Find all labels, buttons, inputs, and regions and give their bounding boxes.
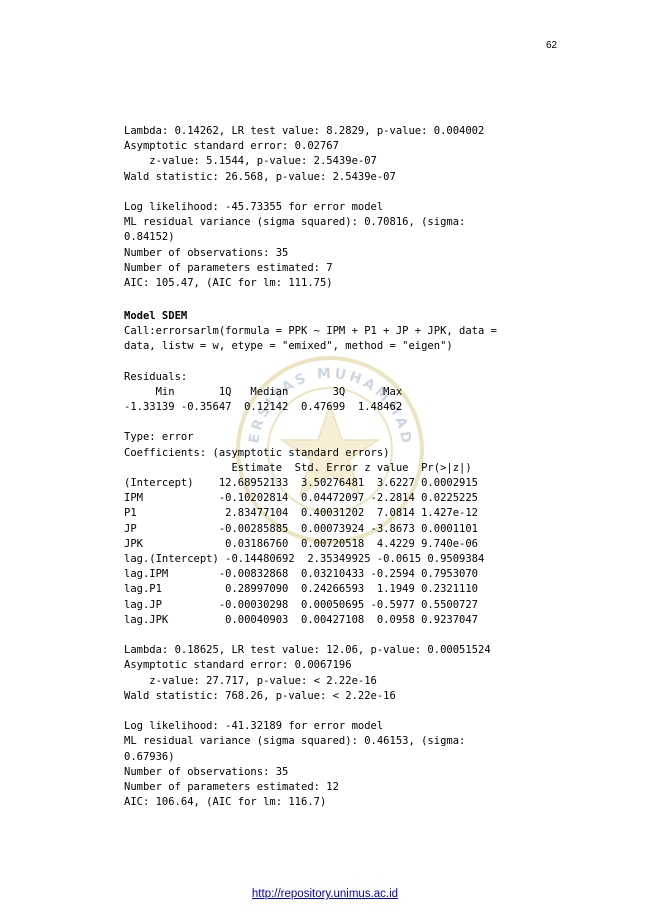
output-line: (Intercept) 12.68952133 3.50276481 3.622…	[124, 477, 479, 490]
output-line: lag.JP -0.00030298 0.00050695 -0.5977 0.…	[124, 598, 479, 611]
output-line: Asymptotic standard error: 0.0067196	[124, 659, 352, 672]
output-line: Log likelihood: -45.73355 for error mode…	[124, 201, 384, 214]
output-line: z-value: 5.1544, p-value: 2.5439e-07	[124, 155, 377, 168]
output-line: Call:errorsarlm(formula = PPK ~ IPM + P1…	[124, 325, 497, 337]
output-line: P1 2.83477104 0.40031202 7.0814 1.427e-1…	[124, 507, 479, 520]
output-line: Wald statistic: 26.568, p-value: 2.5439e…	[124, 170, 396, 183]
output-line: Number of parameters estimated: 7	[124, 261, 333, 274]
output-line: Residuals:	[124, 370, 188, 383]
output-line: Number of observations: 35	[124, 765, 289, 778]
output-line: -1.33139 -0.35647 0.12142 0.47699 1.4846…	[124, 401, 403, 414]
output-line: lag.IPM -0.00832868 0.03210433 -0.2594 0…	[124, 568, 479, 581]
output-line: Asymptotic standard error: 0.02767	[124, 140, 339, 153]
output-line: lag.(Intercept) -0.14480692 2.35349925 -…	[124, 553, 485, 566]
output-line: ML residual variance (sigma squared): 0.…	[124, 735, 466, 748]
output-line: Number of observations: 35	[124, 246, 289, 259]
output-line: Log likelihood: -41.32189 for error mode…	[124, 720, 384, 733]
repository-footer-link[interactable]: http://repository.unimus.ac.id	[251, 888, 399, 900]
output-line: JP -0.00285885 0.00073924 -3.8673 0.0001…	[124, 522, 479, 535]
sdem-model-output: Call:errorsarlm(formula = PPK ~ IPM + P1…	[124, 324, 497, 811]
output-line: 0.84152)	[124, 231, 175, 244]
output-line: JPK 0.03186760 0.00720518 4.4229 9.740e-…	[124, 537, 479, 550]
output-line: 0.67936)	[124, 750, 175, 763]
output-line: data, listw = w, etype = "emixed", metho…	[124, 340, 453, 353]
output-line: lag.P1 0.28997090 0.24266593 1.1949 0.23…	[124, 583, 479, 596]
spatial-error-model-summary: Lambda: 0.14262, LR test value: 8.2829, …	[124, 124, 484, 291]
output-line: Lambda: 0.14262, LR test value: 8.2829, …	[124, 125, 485, 137]
output-line: Type: error	[124, 431, 194, 444]
output-line: Min 1Q Median 3Q Max	[124, 385, 403, 398]
output-line: IPM -0.10202814 0.04472097 -2.2814 0.022…	[124, 492, 479, 505]
output-line: z-value: 27.717, p-value: < 2.22e-16	[124, 674, 377, 687]
output-line: AIC: 106.64, (AIC for lm: 116.7)	[124, 796, 327, 809]
output-line: Number of parameters estimated: 12	[124, 781, 339, 794]
output-line: Wald statistic: 768.26, p-value: < 2.22e…	[124, 689, 396, 702]
output-line: Coefficients: (asymptotic standard error…	[124, 446, 390, 459]
output-line: ML residual variance (sigma squared): 0.…	[124, 216, 466, 229]
output-line: AIC: 105.47, (AIC for lm: 111.75)	[124, 277, 333, 290]
output-line: Estimate Std. Error z value Pr(>|z|)	[124, 461, 472, 474]
output-line: lag.JPK 0.00040903 0.00427108 0.0958 0.9…	[124, 613, 479, 626]
output-line: Lambda: 0.18625, LR test value: 12.06, p…	[124, 644, 491, 657]
model-sdem-heading: Model SDEM	[124, 310, 188, 322]
page-number: 62	[546, 40, 558, 51]
